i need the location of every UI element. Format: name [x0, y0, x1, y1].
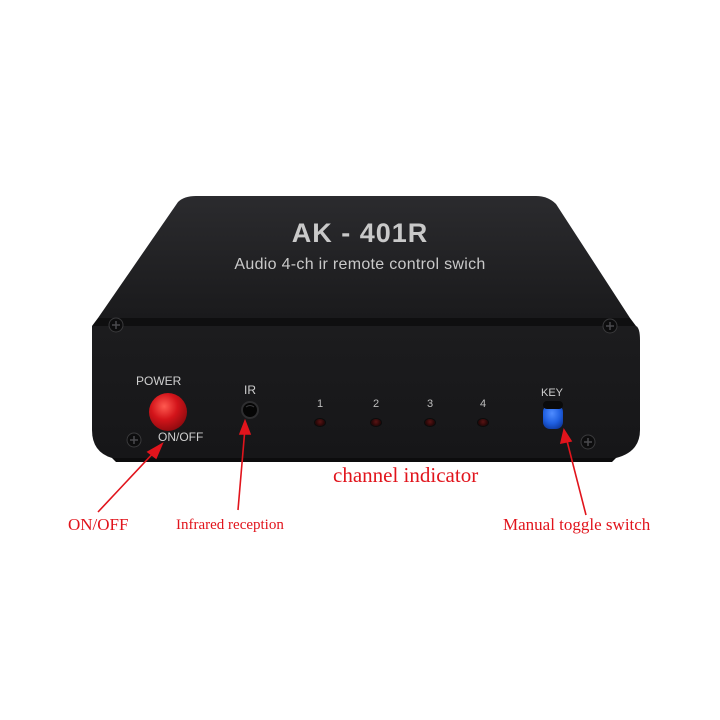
channel-number-4: 4	[479, 398, 487, 410]
channel-number-3: 3	[426, 398, 434, 410]
device-front-panel	[92, 326, 640, 458]
channel-led-2	[371, 419, 381, 426]
key-button	[543, 405, 563, 429]
key-label: KEY	[541, 387, 564, 399]
model-name: AK - 401R	[291, 218, 429, 248]
ir-receiver	[241, 401, 259, 419]
onoff-label: ON/OFF	[158, 430, 204, 444]
annotation-arrows	[97, 418, 587, 516]
onoff-callout: ON/OFF	[68, 515, 129, 534]
channel-led-1	[315, 419, 325, 426]
channel-led-4	[478, 419, 488, 426]
infrared-callout: Infrared reception	[176, 517, 284, 533]
device-top-surface	[98, 196, 630, 318]
device-subtitle: Audio 4-ch ir remote control swich	[234, 256, 486, 273]
ir-label: IR	[244, 383, 256, 397]
channel-number-1: 1	[316, 398, 324, 410]
power-label: POWER	[136, 374, 182, 388]
power-button	[149, 393, 187, 431]
channel-led-3	[425, 419, 435, 426]
channel-number-2: 2	[372, 398, 380, 410]
channel-indicator-callout: channel indicator	[333, 463, 479, 487]
manual-toggle-callout: Manual toggle switch	[503, 515, 651, 534]
